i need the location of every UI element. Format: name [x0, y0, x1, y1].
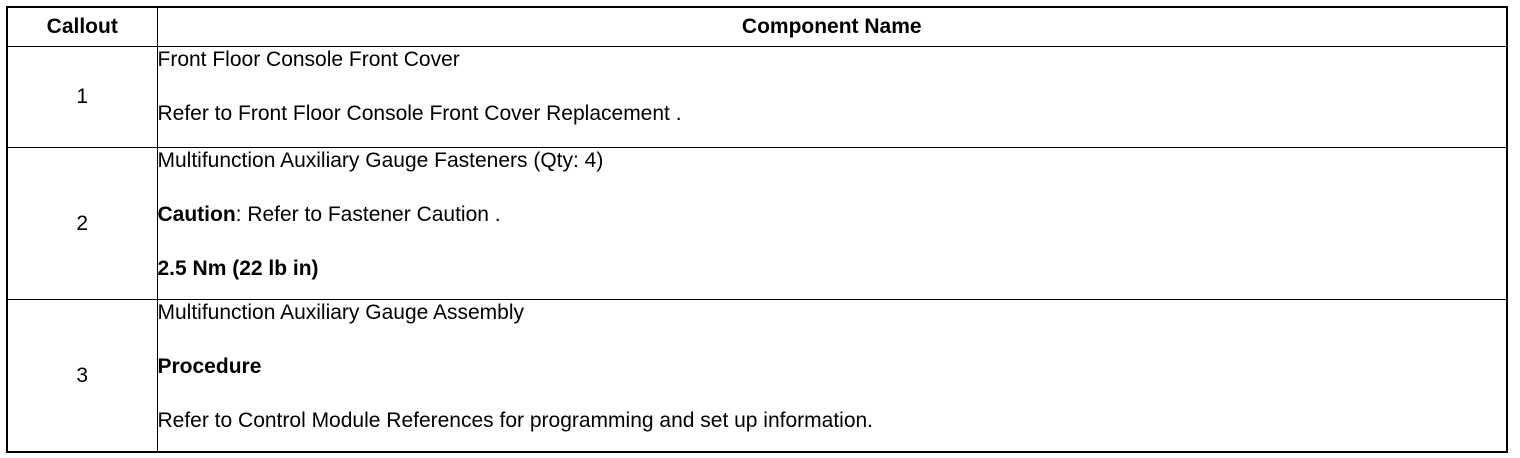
caution-label: Caution — [157, 203, 236, 226]
table-header-row: Callout Component Name — [6, 6, 1508, 47]
callout-table-container: Callout Component Name 1 Front Floor Con… — [6, 6, 1508, 453]
component-name: Front Floor Console Front Cover — [157, 48, 460, 71]
torque-spec: 2.5 Nm (22 lb in) — [157, 257, 319, 280]
component-name: Multifunction Auxiliary Gauge Fasteners … — [157, 149, 604, 172]
caution-text: : Refer to Fastener Caution . — [235, 203, 501, 226]
component-name: Multifunction Auxiliary Gauge Assembly — [157, 301, 525, 324]
callout-number: 1 — [6, 46, 158, 148]
callout-table: Callout Component Name 1 Front Floor Con… — [6, 6, 1508, 453]
table-row: 3 Multifunction Auxiliary Gauge Assembly… — [6, 299, 1508, 453]
procedure-label: Procedure — [157, 355, 262, 378]
callout-number: 3 — [6, 299, 158, 453]
header-component-name: Component Name — [156, 6, 1508, 47]
component-cell: Multifunction Auxiliary Gauge Fasteners … — [156, 147, 1508, 300]
callout-number: 2 — [6, 147, 158, 300]
header-callout: Callout — [6, 6, 158, 47]
component-cell: Front Floor Console Front Cover Refer to… — [156, 46, 1508, 148]
caution-line: Caution: Refer to Fastener Caution . — [158, 202, 1507, 229]
reference-note: Refer to Control Module References for p… — [157, 409, 874, 432]
component-cell: Multifunction Auxiliary Gauge Assembly P… — [156, 299, 1508, 453]
reference-note: Refer to Front Floor Console Front Cover… — [157, 102, 682, 125]
table-row: 2 Multifunction Auxiliary Gauge Fastener… — [6, 147, 1508, 300]
table-row: 1 Front Floor Console Front Cover Refer … — [6, 46, 1508, 148]
